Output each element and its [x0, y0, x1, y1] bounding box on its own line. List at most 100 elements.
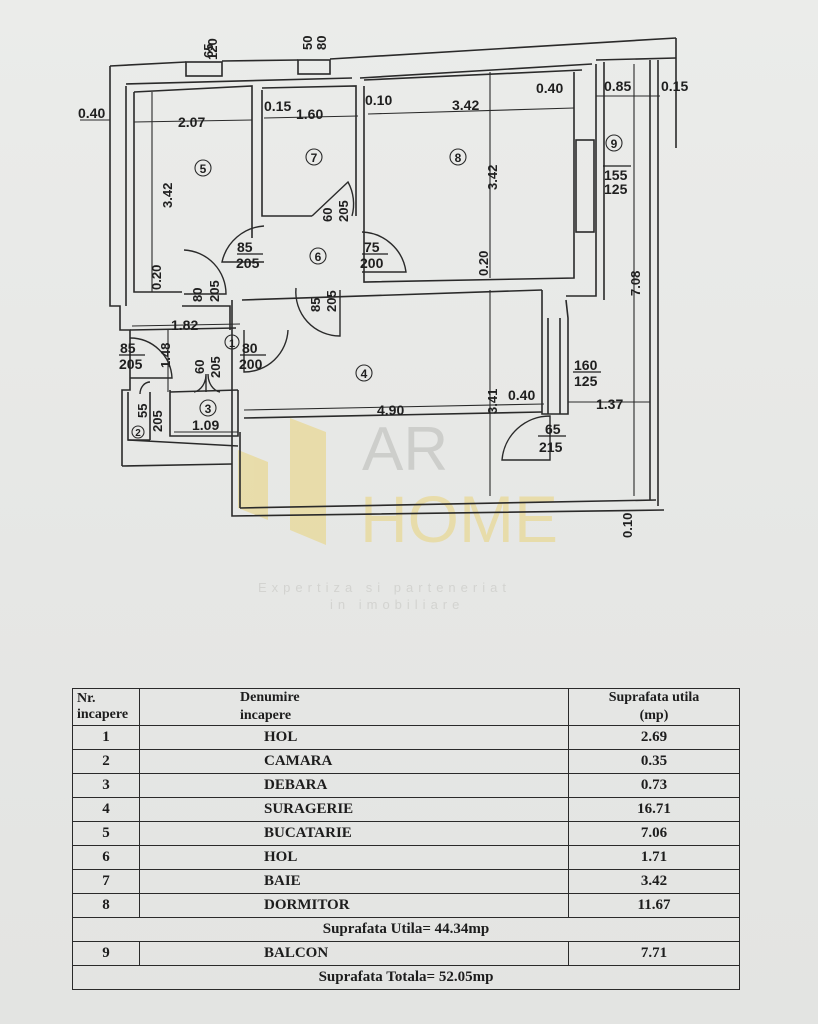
dim-205-a: 205	[336, 200, 351, 222]
dim-205-f: 205	[208, 356, 223, 378]
header-area-line2: (mp)	[639, 708, 669, 723]
dim-50-top: 50	[300, 36, 315, 50]
wall-bath-left	[261, 90, 312, 217]
wall-balcony-inner-left	[566, 64, 597, 297]
door-living-hall	[295, 287, 341, 337]
row-nr: 9	[72, 941, 140, 966]
dim-65-b: 65	[545, 421, 561, 437]
dim-010-a: 0.10	[365, 92, 392, 108]
door-debara-right	[207, 373, 221, 393]
dim-207: 2.07	[178, 114, 205, 130]
row-area: 11.67	[568, 893, 740, 918]
dim-085: 0.85	[604, 78, 631, 94]
dim-215: 215	[539, 439, 563, 455]
room-circle-4	[355, 364, 373, 382]
dimension-labels: 0.40 2.07 0.15 1.60 0.10 3.42 0.40 0.85 …	[78, 78, 688, 455]
table-row: 9 BALCON 7.71	[72, 941, 740, 966]
floor-plan: AR HOME Expertiza si parteneriat in imob…	[78, 36, 688, 612]
wall-inner-top	[125, 77, 353, 85]
window-top-2	[297, 59, 331, 75]
dim-205-e: 205	[119, 356, 143, 372]
dim-182: 1.82	[171, 317, 198, 333]
row-nr: 6	[72, 845, 140, 870]
dim-205-c: 205	[207, 280, 222, 302]
dim-342-b: 3.42	[452, 97, 479, 113]
door-kitchen	[183, 249, 227, 295]
wall-balcony-bottom	[239, 499, 657, 509]
room-circle-7	[305, 148, 323, 166]
door-balcony	[501, 415, 551, 461]
row-name: BAIE	[139, 869, 569, 894]
wall-bedroom	[363, 72, 575, 283]
watermark-logo-bar-left	[238, 450, 268, 520]
window-bedroom	[575, 139, 595, 233]
dimension-labels-vertical: 65 120 50 80 3.42 3.42 60 205 0.20 0.20 …	[135, 36, 643, 538]
wall-lower-left	[127, 439, 239, 447]
dim-55: 55	[135, 404, 150, 418]
room-number-3: 3	[205, 402, 212, 416]
row-nr: 1	[72, 725, 140, 750]
wall-hall-1-top	[129, 327, 237, 331]
walls	[109, 37, 677, 517]
dimline-182	[131, 323, 241, 327]
room-circle-1	[224, 334, 240, 350]
door-living	[243, 329, 289, 373]
dim-490: 4.90	[377, 402, 404, 418]
row-area: 7.71	[568, 941, 740, 966]
watermark-logo-bar-right	[290, 418, 326, 545]
header-area: Suprafata utila (mp)	[568, 688, 740, 726]
header-name: Denumire incapere	[139, 688, 569, 726]
dim-020-a: 0.20	[149, 265, 164, 290]
dim-155: 155	[604, 167, 628, 183]
door-bedroom	[361, 231, 407, 273]
row-nr: 4	[72, 797, 140, 822]
door-bath	[311, 180, 355, 217]
dim-80-b: 80	[242, 340, 258, 356]
dim-015-a: 0.15	[264, 98, 291, 114]
row-area: 1.71	[568, 845, 740, 870]
header-area-line1: Suprafata utila	[608, 690, 700, 705]
row-nr: 8	[72, 893, 140, 918]
dim-708: 7.08	[628, 271, 643, 296]
wall-outer-top-3	[329, 37, 677, 60]
dim-020-b: 0.20	[476, 251, 491, 276]
row-name: DEBARA	[139, 773, 569, 798]
wall-outer-top-2	[221, 59, 299, 62]
door-kitchen-hall	[221, 225, 265, 263]
row-name: BALCON	[139, 941, 569, 966]
row-area: 3.42	[568, 869, 740, 894]
header-nr: Nr. incapere	[72, 688, 140, 726]
dim-040-b: 0.40	[536, 80, 563, 96]
dimline-207	[133, 119, 253, 123]
row-name: HOL	[139, 725, 569, 750]
dim-60-b: 60	[192, 360, 207, 374]
door-debara-left	[193, 373, 207, 393]
room-number-7: 7	[311, 151, 318, 165]
row-name: BUCATARIE	[139, 821, 569, 846]
row-name: DORMITOR	[139, 893, 569, 918]
row-name: CAMARA	[139, 749, 569, 774]
row-name: HOL	[139, 845, 569, 870]
dim-205-d: 205	[324, 290, 339, 312]
room-number-2: 2	[135, 428, 141, 439]
wall-living-top	[241, 289, 543, 301]
row-area: 0.73	[568, 773, 740, 798]
dim-85-c: 85	[120, 340, 136, 356]
dim-148: 1.48	[158, 343, 173, 368]
room-circle-2	[131, 425, 145, 439]
dim-205-b: 205	[236, 255, 260, 271]
dim-85-a: 85	[237, 239, 253, 255]
dim-342-c: 3.42	[485, 165, 500, 190]
room-number-4: 4	[361, 367, 368, 381]
room-circle-5	[194, 159, 212, 177]
wall-balcony-top	[595, 57, 677, 61]
dim-80-a: 80	[190, 288, 205, 302]
wall-bedroom-top	[363, 69, 583, 81]
dim-60-a: 60	[320, 208, 335, 222]
